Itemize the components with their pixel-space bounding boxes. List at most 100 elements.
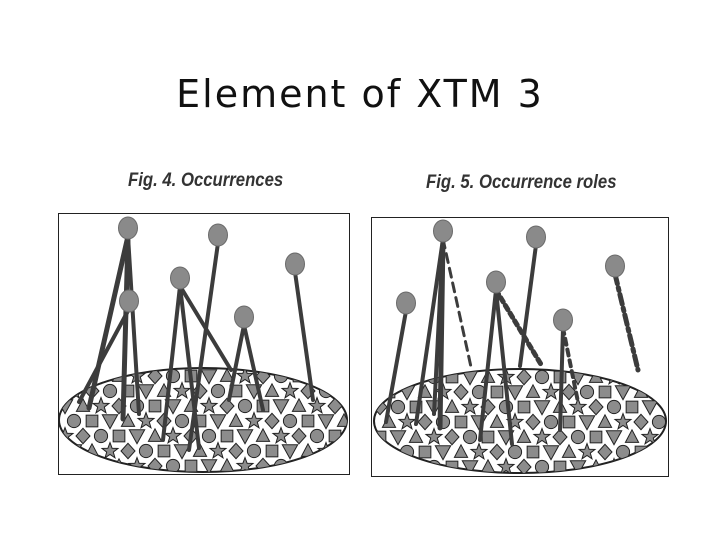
occurrence-line [518, 243, 538, 368]
topic-shape [291, 427, 307, 445]
topic-shape [147, 427, 163, 442]
occurrence-line [441, 237, 473, 369]
topic-shape [534, 459, 550, 473]
topic-shape [561, 383, 577, 401]
occurrence-roles-diagram [373, 219, 667, 474]
occurrence-line [293, 270, 315, 402]
occurrence-node [433, 219, 453, 243]
topic-shape [148, 399, 162, 413]
topic-shape [533, 400, 551, 416]
topic-shape [264, 412, 280, 430]
topic-shape [453, 443, 469, 458]
topic-shape [390, 399, 406, 415]
occurrence-line [77, 307, 131, 404]
topic-shape [516, 369, 532, 386]
topic-shape [507, 444, 523, 460]
topic-shape [219, 368, 235, 382]
occurrence-node [119, 289, 139, 313]
topic-shape [532, 427, 552, 445]
occurrence-node [118, 216, 138, 240]
topic-shape [163, 426, 183, 444]
occurrence-line [227, 323, 246, 402]
topic-shape [235, 456, 255, 472]
figure-4-caption: Fig. 4. Occurrences [128, 170, 284, 191]
topic-shape [128, 429, 146, 445]
topic-shape [138, 443, 154, 459]
occurrence-line [120, 233, 131, 422]
topic-shape [489, 413, 505, 428]
topic-shape [650, 445, 666, 461]
occurrence-line [126, 234, 141, 416]
occurrence-node [396, 291, 416, 315]
topic-shape [59, 368, 73, 384]
topic-shape [237, 398, 253, 414]
topic-shape [184, 459, 198, 472]
topic-shape [137, 384, 155, 400]
topic-shape [66, 413, 82, 429]
topic-shape [336, 412, 347, 427]
occurrences-diagram [59, 216, 348, 473]
topic-shape [309, 428, 325, 444]
topic-shape [192, 382, 208, 400]
topic-shape [246, 443, 262, 459]
topic-shape [516, 428, 532, 443]
topic-shape [445, 370, 459, 384]
topic-shape [597, 443, 613, 461]
topic-shape [525, 383, 541, 398]
topic-shape [336, 442, 347, 460]
topic-shape [76, 459, 90, 472]
occurrence-node [486, 270, 506, 294]
topic-shape [272, 399, 290, 415]
topic-shape [157, 444, 171, 458]
topic-shape [568, 397, 588, 415]
topic-shape [85, 414, 99, 428]
slide-title: Element of XTM 3 [176, 72, 544, 116]
occurrence-line [493, 287, 545, 369]
topic-shape [541, 382, 561, 400]
occurrence-line [86, 233, 131, 411]
topic-shape [561, 443, 577, 458]
topic-shape [408, 428, 424, 443]
topic-shape [228, 412, 244, 427]
topic-shape [328, 429, 342, 443]
topic-shape [417, 413, 433, 431]
topic-shape [481, 430, 495, 444]
topic-shape [408, 458, 424, 473]
topic-shape [570, 429, 586, 445]
occurrence-node [170, 266, 190, 290]
occurrence-node [285, 252, 305, 276]
topic-shape [208, 441, 228, 459]
topic-shape [469, 442, 489, 460]
figure-4-occurrences [58, 213, 350, 475]
topic-shape [624, 428, 640, 443]
topic-shape [525, 413, 541, 431]
topic-shape [490, 385, 504, 399]
topic-shape [255, 427, 271, 442]
topic-shape [624, 458, 640, 473]
topic-shape [327, 368, 343, 382]
topic-shape [228, 442, 244, 460]
occurrence-node [208, 223, 228, 247]
topic-shape [281, 444, 299, 460]
topic-shape [517, 400, 531, 414]
topic-shape [291, 397, 307, 412]
topic-shape [174, 413, 190, 429]
topic-shape [389, 430, 407, 446]
topic-shape [649, 382, 666, 400]
topic-shape [651, 414, 666, 430]
topic-shape [147, 368, 163, 385]
topic-shape [280, 381, 300, 399]
topic-shape [308, 459, 326, 472]
topic-shape [625, 400, 639, 414]
topic-shape [173, 444, 191, 460]
topic-shape [220, 429, 234, 443]
topic-shape [91, 396, 111, 414]
topic-shape [444, 428, 460, 446]
occurrence-node [605, 254, 625, 278]
topic-shape [271, 426, 291, 444]
topic-shape [101, 414, 119, 430]
topic-shape [397, 412, 417, 430]
topic-shape [542, 445, 560, 461]
topic-shape [606, 399, 622, 415]
topic-shape [434, 445, 452, 461]
